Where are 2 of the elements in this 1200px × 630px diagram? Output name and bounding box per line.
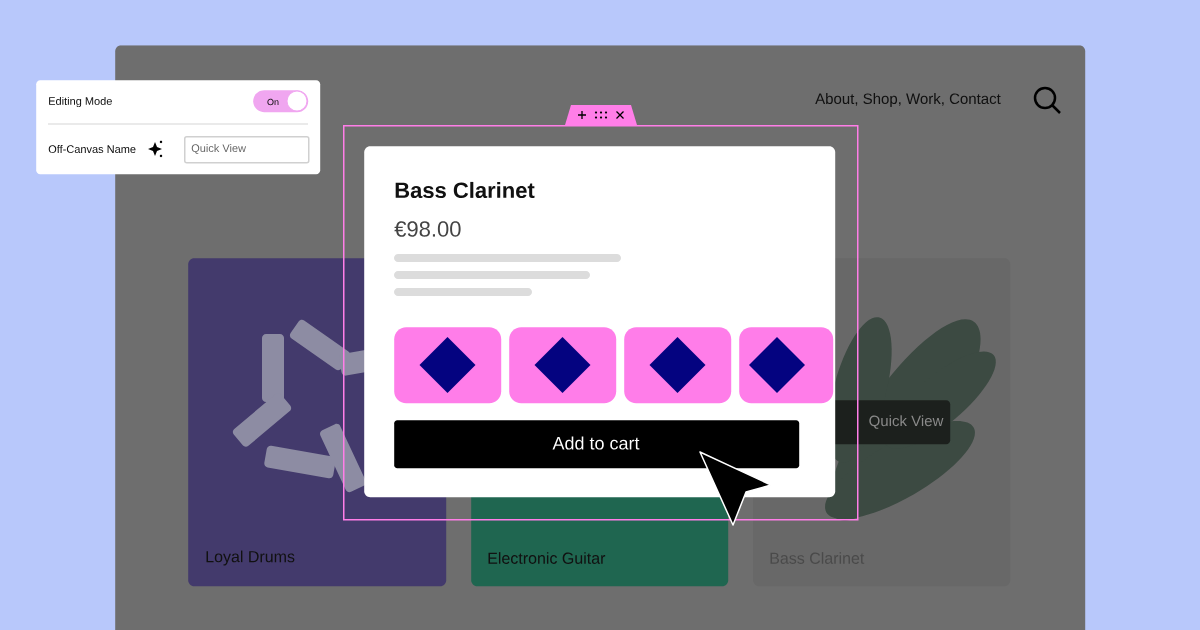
- selection-frame: [343, 125, 859, 521]
- input-field: Quick View: [184, 136, 310, 164]
